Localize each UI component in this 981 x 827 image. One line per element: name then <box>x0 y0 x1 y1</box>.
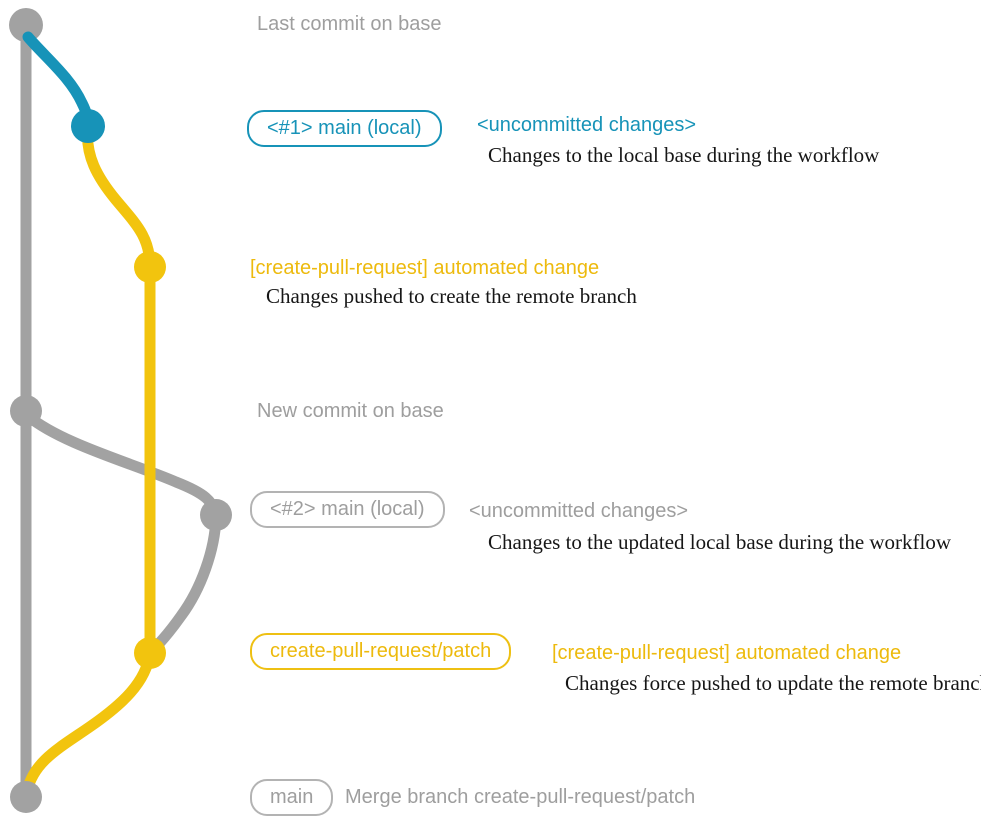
branch2-description: Changes to the updated local base during… <box>488 530 952 554</box>
branch2-label-wrap: <#2> main (local) <box>250 491 445 528</box>
push1-description: Changes pushed to create the remote bran… <box>266 284 637 308</box>
commit-node-last-base <box>9 8 43 42</box>
push1-title-label: [create-pull-request] automated change <box>250 257 600 279</box>
commit-node-new-base <box>10 395 42 427</box>
patch-label-wrap: create-pull-request/patch <box>250 633 512 670</box>
merge-ref-badge: main <box>250 779 334 816</box>
branch1-status-label: <uncommitted changes> <box>477 114 697 136</box>
commit-node-local-main-1 <box>71 109 105 143</box>
last-commit-label: Last commit on base <box>257 13 442 35</box>
new-commit-label: New commit on base <box>257 400 444 422</box>
rebase-curve-out <box>22 410 222 523</box>
push2-description: Changes force pushed to update the remot… <box>565 671 981 695</box>
patch-ref-badge: create-pull-request/patch <box>250 633 512 670</box>
git-graph <box>9 8 232 813</box>
commit-node-automated-change-1 <box>134 251 166 283</box>
branch2-status-label: <uncommitted changes> <box>469 500 689 522</box>
branch1-description: Changes to the local base during the wor… <box>488 143 880 167</box>
commit-node-local-main-2 <box>200 499 232 531</box>
merge-message-label: Merge branch create-pull-request/patch <box>345 786 696 808</box>
commit-node-merge <box>10 781 42 813</box>
branch1-ref-badge: <#1> main (local) <box>247 110 442 147</box>
push2-title-label: [create-pull-request] automated change <box>552 642 902 664</box>
commit-node-automated-change-2 <box>134 637 166 669</box>
branch1-label-wrap: <#1> main (local) <box>247 110 442 147</box>
branch2-ref-badge: <#2> main (local) <box>250 491 445 528</box>
merge-label-wrap: main <box>250 779 334 816</box>
rebase-curve-in <box>145 511 222 658</box>
